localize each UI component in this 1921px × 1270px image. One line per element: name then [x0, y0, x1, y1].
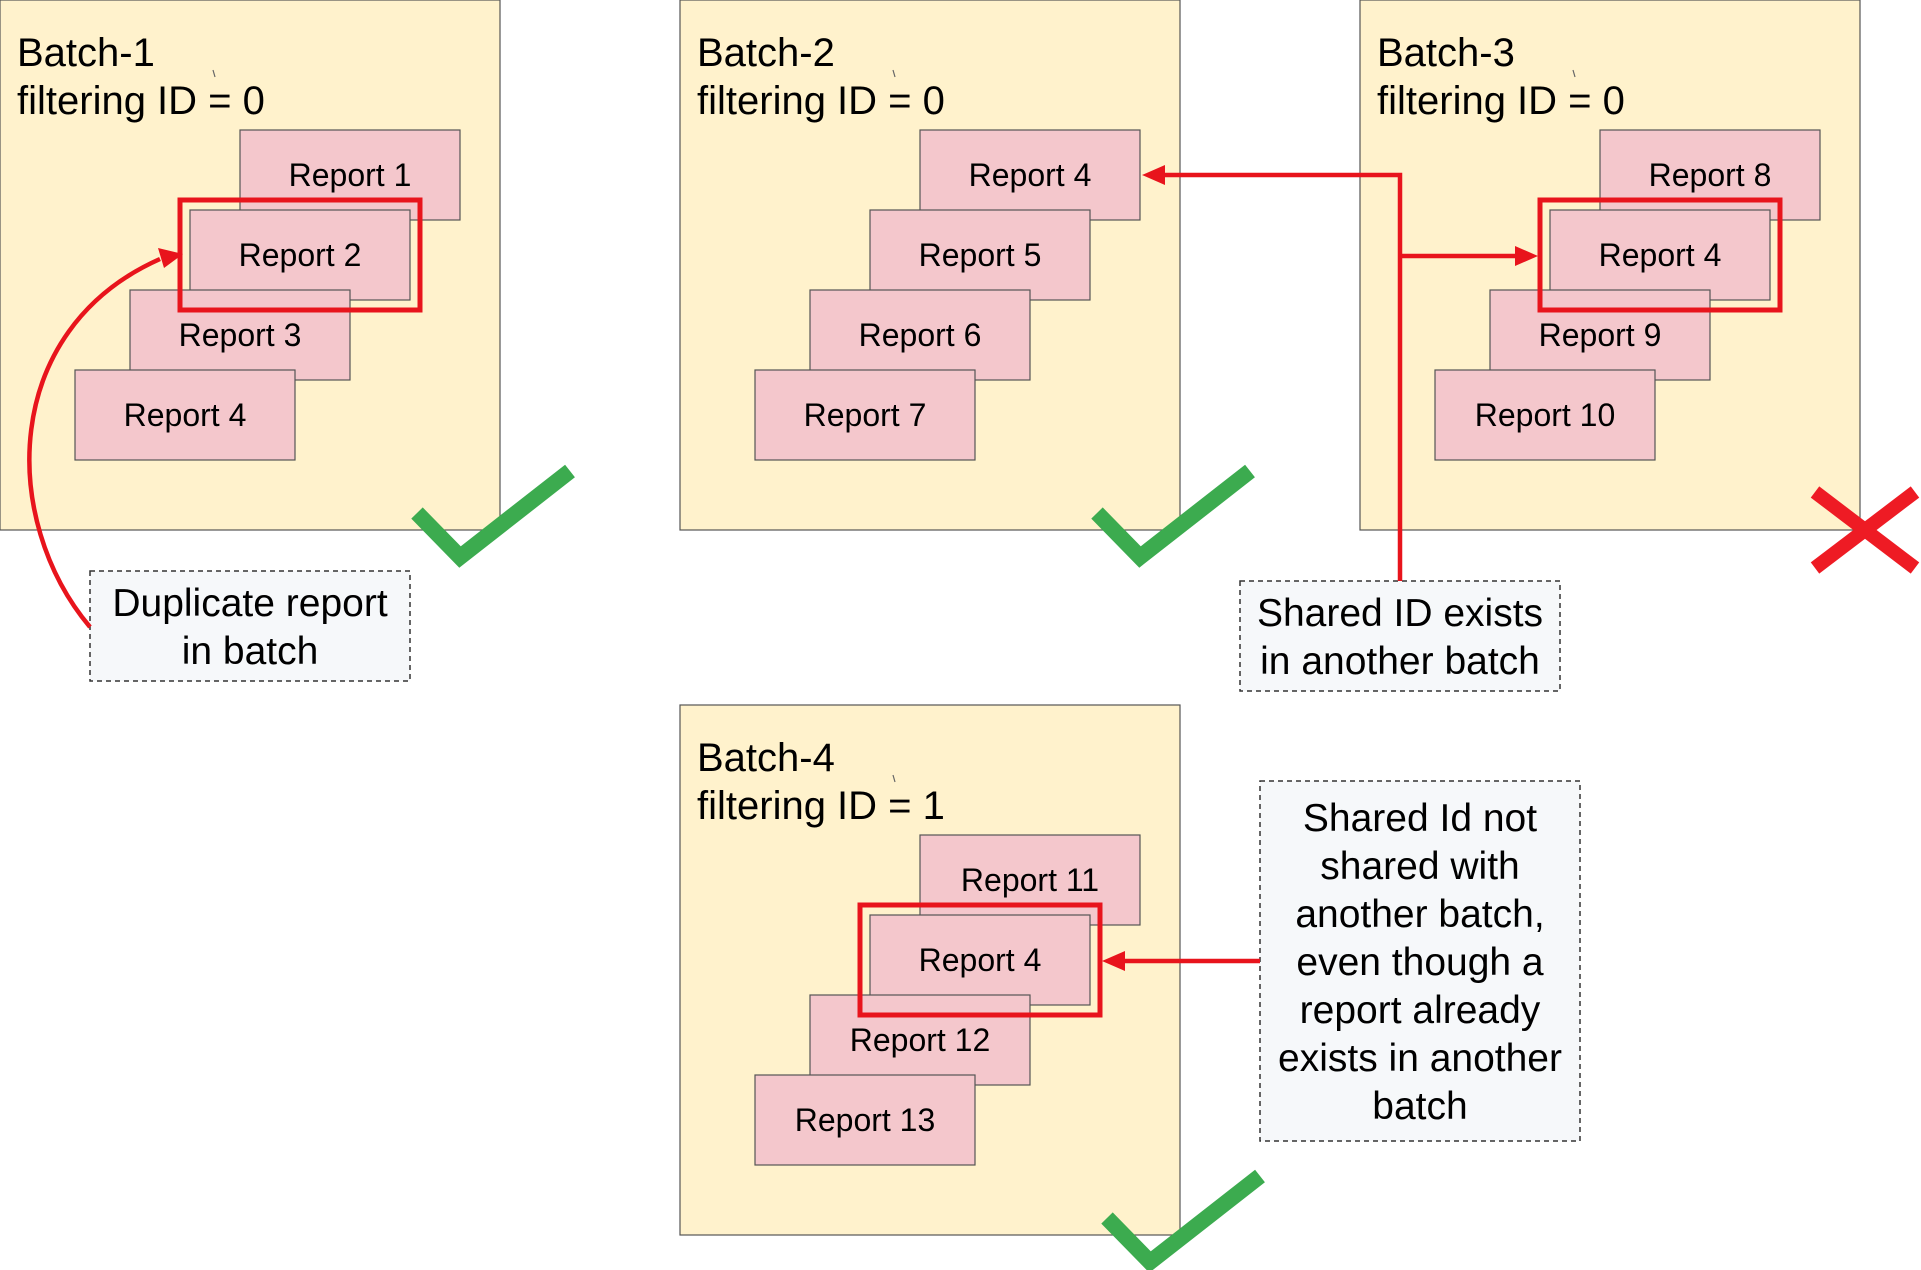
not-shared-note: Shared Id not shared with another batch,…: [1259, 780, 1581, 1142]
report-card: Report 10: [1434, 369, 1656, 461]
note-line: Duplicate report: [112, 582, 387, 625]
note-line: another batch,: [1295, 893, 1544, 936]
note-line: batch: [1372, 1085, 1467, 1128]
note-box: [1239, 580, 1561, 692]
note-line: in another batch: [1260, 640, 1540, 683]
tick-mark: [892, 69, 896, 78]
report-card: Report 2: [189, 209, 411, 301]
report-card: Report 4: [869, 914, 1091, 1006]
batch-title: Batch-4: [697, 736, 835, 780]
duplicate-note: Duplicate report in batch: [89, 570, 411, 682]
report-card: Report 5: [869, 209, 1091, 301]
batch-3: Batch-3 filtering ID = 0 Report 8 Report…: [1359, 0, 1861, 531]
batch-filter-label: filtering ID = 0: [17, 79, 265, 123]
note-line: Shared ID exists: [1257, 592, 1543, 635]
batch-title: Batch-1: [17, 31, 155, 75]
report-label: Report 9: [1539, 317, 1662, 353]
duplicate-arrow: [27, 248, 183, 629]
report-card: Report 4: [74, 369, 296, 461]
report-label: Report 6: [859, 317, 982, 353]
note-line: in batch: [182, 630, 319, 673]
report-label: Report 5: [919, 237, 1042, 273]
report-label: Report 13: [795, 1102, 936, 1138]
batch-filter-label: filtering ID = 0: [1377, 79, 1625, 123]
report-card: Report 3: [129, 289, 351, 381]
report-label: Report 7: [804, 397, 927, 433]
report-label: Report 1: [289, 157, 412, 193]
report-label: Report 3: [179, 317, 302, 353]
report-label: Report 4: [124, 397, 247, 433]
shared-id-highlight: [1537, 197, 1783, 313]
tick-mark: [892, 774, 896, 783]
check-icon: [411, 464, 575, 568]
report-card: Report 4: [1549, 209, 1771, 301]
batch-title: Batch-3: [1377, 31, 1515, 75]
report-label: Report 10: [1475, 397, 1616, 433]
batch-4: Batch-4 filtering ID = 1 Report 11 Repor…: [679, 704, 1181, 1236]
report-label: Report 12: [850, 1022, 991, 1058]
batch-2: Batch-2 filtering ID = 0 Report 4 Report…: [679, 0, 1181, 531]
note-line: Shared Id not: [1303, 797, 1537, 840]
report-card: Report 13: [754, 1074, 976, 1166]
not-shared-arrow: [1102, 951, 1260, 971]
report-card: Report 11: [919, 834, 1141, 926]
cross-icon: [1810, 486, 1920, 574]
report-label: Report 11: [961, 862, 1099, 898]
shared-id-note: Shared ID exists in another batch: [1239, 580, 1561, 692]
check-icon: [1091, 464, 1255, 568]
batch-filter-label: filtering ID = 0: [697, 79, 945, 123]
report-card: Report 9: [1489, 289, 1711, 381]
batch-title: Batch-2: [697, 31, 835, 75]
batch-1: Batch-1 filtering ID = 0 Report 1 Report…: [0, 0, 501, 531]
report-label: Report 4: [1599, 237, 1722, 273]
report-card: Report 1: [239, 129, 461, 221]
batch-filter-label: filtering ID = 1: [697, 784, 945, 828]
report-card: Report 12: [809, 994, 1031, 1086]
report-card: Report 4: [919, 129, 1141, 221]
note-line: report already: [1300, 989, 1541, 1032]
shared-id-arrows: [1142, 165, 1538, 581]
report-card: Report 6: [809, 289, 1031, 381]
report-label: Report 8: [1649, 157, 1772, 193]
note-line: even though a: [1296, 941, 1544, 984]
report-label: Report 4: [919, 942, 1042, 978]
tick-mark: [212, 69, 216, 78]
not-shared-highlight: [857, 902, 1103, 1018]
report-label: Report 2: [239, 237, 362, 273]
note-line: shared with: [1320, 845, 1519, 888]
tick-mark: [1572, 69, 1576, 78]
note-box: [1259, 780, 1581, 1142]
check-icon: [1101, 1169, 1265, 1270]
report-card: Report 7: [754, 369, 976, 461]
note-line: exists in another: [1278, 1037, 1562, 1080]
report-label: Report 4: [969, 157, 1092, 193]
report-card: Report 8: [1599, 129, 1821, 221]
